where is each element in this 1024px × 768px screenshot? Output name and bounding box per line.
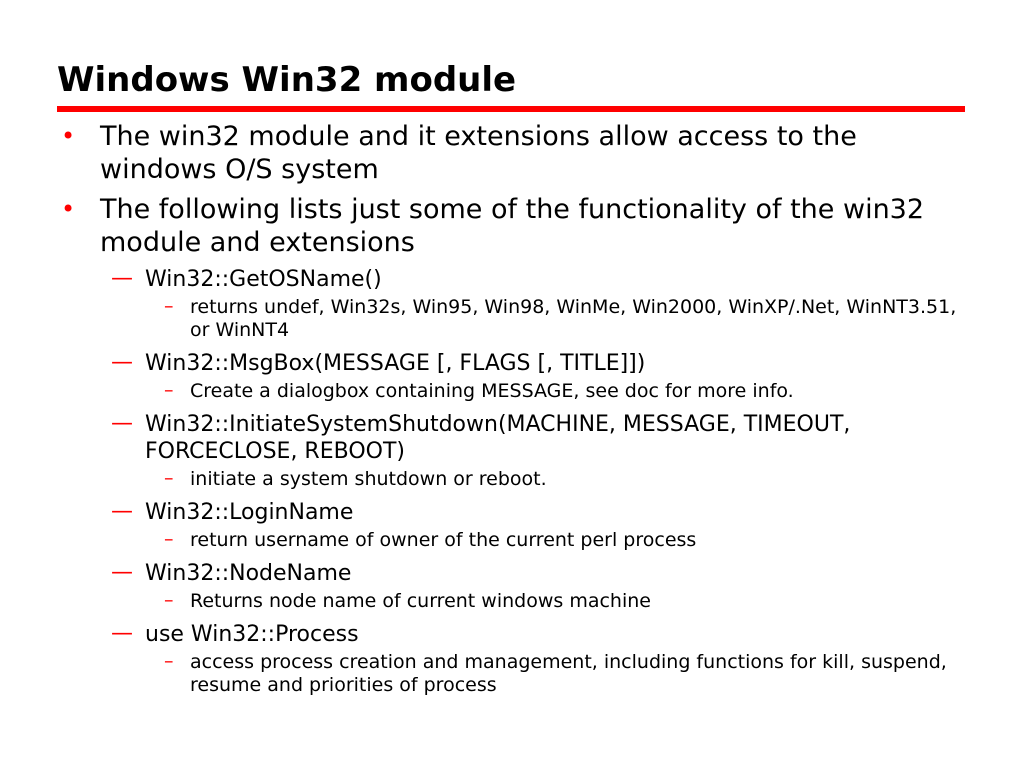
- en-dash-icon: –: [164, 528, 174, 550]
- sub-sub-bullet-item: – Returns node name of current windows m…: [57, 589, 957, 613]
- bullet-item: • The following lists just some of the f…: [57, 193, 957, 259]
- bullet-dot-icon: •: [61, 122, 76, 150]
- sub-sub-bullet-text: returns undef, Win32s, Win95, Win98, Win…: [190, 296, 957, 341]
- en-dash-icon: –: [164, 650, 174, 672]
- sub-sub-bullet-text: return username of owner of the current …: [190, 529, 697, 551]
- sub-bullet-item: — Win32::NodeName: [57, 560, 957, 587]
- sub-sub-bullet-item: – returns undef, Win32s, Win95, Win98, W…: [57, 295, 957, 342]
- sub-bullet-item: — Win32::GetOSName(): [57, 266, 957, 293]
- sub-sub-bullet-item: – initiate a system shutdown or reboot.: [57, 467, 957, 491]
- title-underline: [57, 106, 965, 112]
- sub-bullet-item: — Win32::LoginName: [57, 499, 957, 526]
- bullet-text: The win32 module and it extensions allow…: [100, 121, 857, 185]
- em-dash-icon: —: [111, 411, 133, 436]
- sub-sub-bullet-item: – Create a dialogbox containing MESSAGE,…: [57, 379, 957, 403]
- slide-title: Windows Win32 module: [57, 60, 517, 100]
- en-dash-icon: –: [164, 467, 174, 489]
- em-dash-icon: —: [111, 621, 133, 646]
- sub-sub-bullet-text: access process creation and management, …: [190, 651, 947, 696]
- sub-bullet-text: Win32::GetOSName(): [145, 267, 382, 292]
- sub-bullet-text: Win32::InitiateSystemShutdown(MACHINE, M…: [145, 412, 851, 464]
- en-dash-icon: –: [164, 589, 174, 611]
- sub-bullet-text: Win32::MsgBox(MESSAGE [, FLAGS [, TITLE]…: [145, 351, 646, 376]
- em-dash-icon: —: [111, 350, 133, 375]
- sub-bullet-item: — Win32::InitiateSystemShutdown(MACHINE,…: [57, 411, 957, 465]
- sub-bullet-item: — use Win32::Process: [57, 621, 957, 648]
- bullet-text: The following lists just some of the fun…: [100, 194, 925, 258]
- sub-sub-bullet-text: initiate a system shutdown or reboot.: [190, 468, 547, 490]
- sub-bullet-text: Win32::LoginName: [145, 500, 354, 525]
- bullet-dot-icon: •: [61, 195, 76, 223]
- en-dash-icon: –: [164, 295, 174, 317]
- sub-bullet-item: — Win32::MsgBox(MESSAGE [, FLAGS [, TITL…: [57, 350, 957, 377]
- em-dash-icon: —: [111, 266, 133, 291]
- sub-sub-bullet-item: – return username of owner of the curren…: [57, 528, 957, 552]
- sub-sub-bullet-text: Returns node name of current windows mac…: [190, 590, 651, 612]
- sub-bullet-text: use Win32::Process: [145, 622, 359, 647]
- en-dash-icon: –: [164, 379, 174, 401]
- sub-sub-bullet-text: Create a dialogbox containing MESSAGE, s…: [190, 380, 794, 402]
- bullet-item: • The win32 module and it extensions all…: [57, 120, 957, 186]
- em-dash-icon: —: [111, 560, 133, 585]
- em-dash-icon: —: [111, 499, 133, 524]
- sub-sub-bullet-item: – access process creation and management…: [57, 650, 957, 697]
- sub-bullet-text: Win32::NodeName: [145, 561, 352, 586]
- slide-content: • The win32 module and it extensions all…: [57, 120, 957, 705]
